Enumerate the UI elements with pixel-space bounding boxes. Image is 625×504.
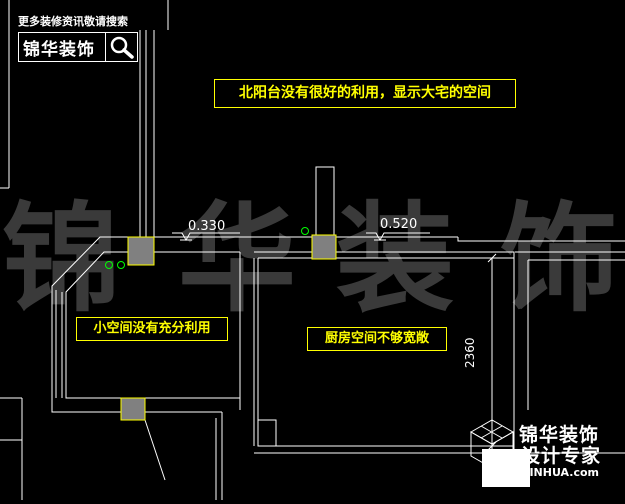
brand-search-box[interactable]: 锦华装饰 <box>18 32 138 62</box>
wall-line <box>51 236 128 413</box>
vents <box>105 227 309 269</box>
kitchen-depth-label: 2360 <box>463 337 477 368</box>
level-label-left: 0.330 <box>188 219 226 234</box>
footer-brand: 锦华装饰 <box>518 424 599 446</box>
wall-line <box>458 251 515 410</box>
search-button[interactable] <box>105 33 137 61</box>
level-markers <box>172 232 430 242</box>
callout-kitchen: 厨房空间不够宽敞 <box>307 327 447 351</box>
columns <box>120 234 337 421</box>
footer-subtitle: 设计专家 <box>520 445 601 467</box>
watermark-char: 锦 <box>2 189 120 328</box>
brand-name: 锦华装饰 <box>23 39 95 60</box>
level-label-right: 0.520 <box>380 217 418 232</box>
header-banner: 更多装修资讯敬请搜索 <box>18 15 128 28</box>
dimension-line <box>486 253 500 451</box>
vent-icon <box>301 227 309 235</box>
kitchen-fixture <box>257 419 277 447</box>
structural-column <box>311 234 337 260</box>
footer-url: JINHUA.com <box>525 466 599 479</box>
vent-icon <box>105 261 113 269</box>
search-icon <box>110 36 134 59</box>
callout-small-space: 小空间没有充分利用 <box>76 317 228 341</box>
callout-north-balcony: 北阳台没有很好的利用，显示大宅的空间 <box>214 79 516 108</box>
wall-line <box>65 251 128 399</box>
structural-column <box>120 397 146 421</box>
wall-line <box>144 419 166 481</box>
vent-icon <box>117 261 125 269</box>
watermark-char: 饰 <box>500 189 618 328</box>
structural-column <box>127 236 155 266</box>
footer-mask <box>482 449 530 487</box>
duct-shaft <box>315 166 335 238</box>
wall-line <box>457 237 625 242</box>
